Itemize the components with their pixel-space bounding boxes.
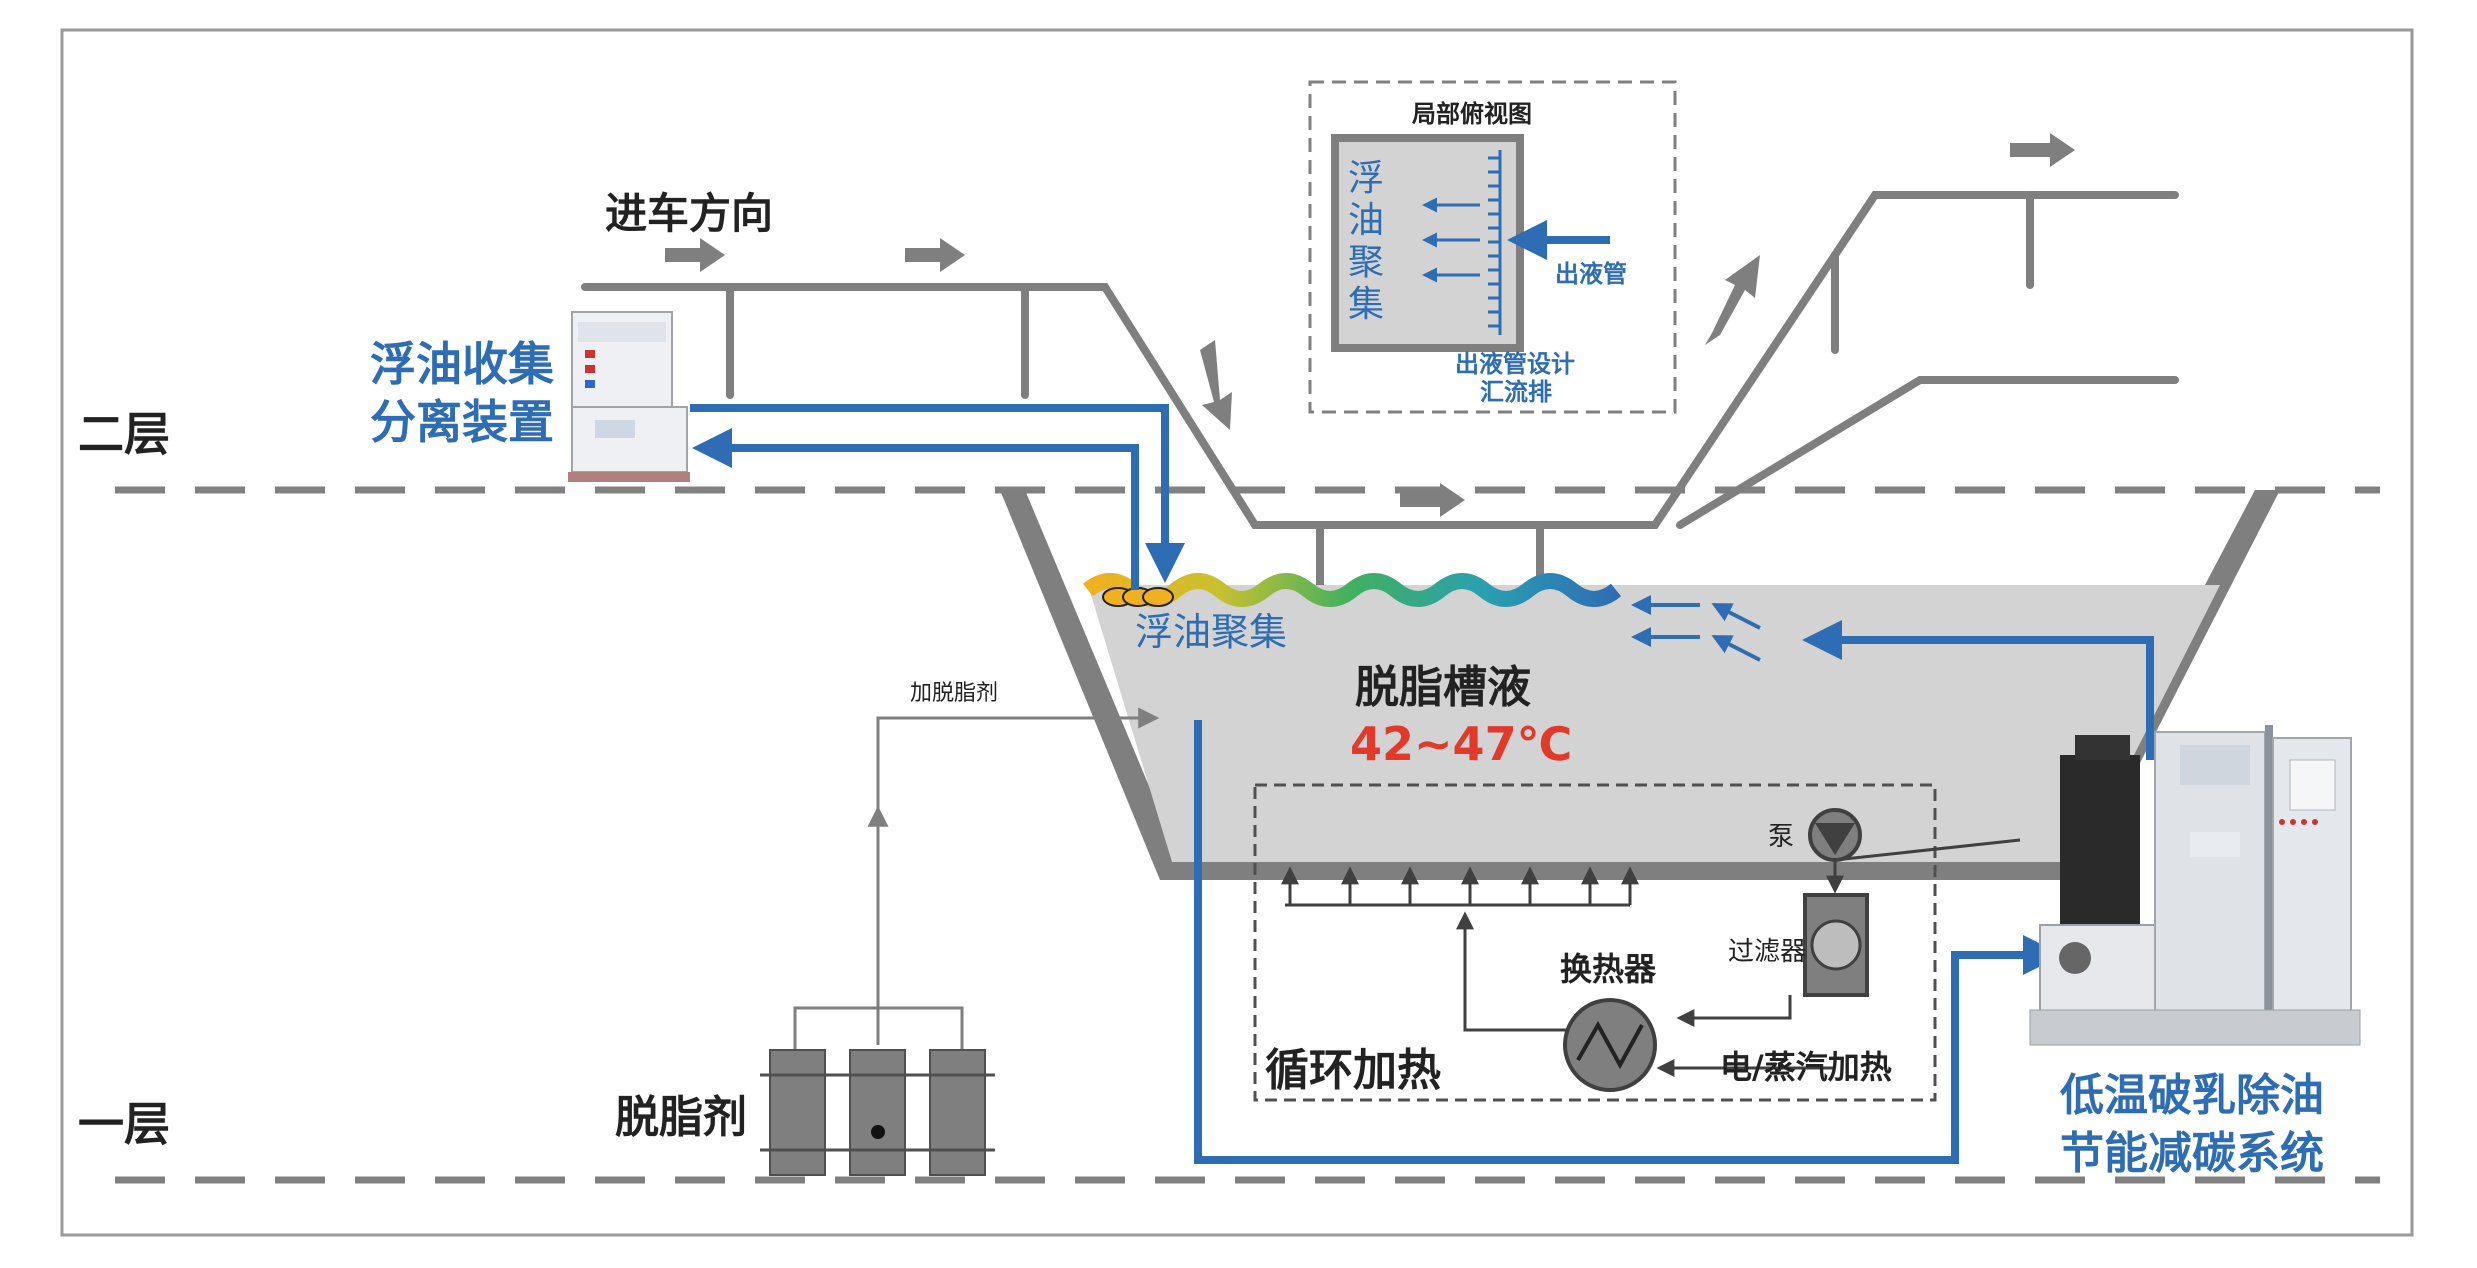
system-loop-pipes bbox=[1194, 620, 2154, 1164]
inset-box bbox=[1308, 80, 1677, 414]
filter-icon bbox=[1803, 893, 1869, 997]
tank-liquid bbox=[1088, 585, 2220, 862]
system-label-1: 低温破乳除油 bbox=[2060, 1070, 2324, 1121]
system-label-2: 节能减碳系统 bbox=[2060, 1128, 2324, 1179]
pump-label: 泵 bbox=[1768, 822, 1794, 852]
demulsification-system-device bbox=[2029, 725, 2361, 1046]
oil-separation-device bbox=[568, 311, 690, 482]
degreaser-label: 脱脂剂 bbox=[615, 1092, 747, 1143]
direction-label: 进车方向 bbox=[605, 189, 773, 238]
inset-char-3: 聚 bbox=[1348, 242, 1384, 283]
outer-frame bbox=[60, 28, 2414, 1237]
conveyor-track bbox=[581, 191, 2179, 614]
oil-blobs bbox=[1102, 587, 1174, 607]
heat-exchanger-label: 换热器 bbox=[1560, 950, 1657, 988]
oil-device-label-1: 浮油收集 bbox=[370, 337, 554, 391]
filter-label: 过滤器 bbox=[1728, 937, 1806, 967]
tank-liquid-label: 脱脂槽液 bbox=[1355, 662, 1531, 713]
inset-outlet-label: 出液管 bbox=[1555, 260, 1627, 288]
inset-char-4: 集 bbox=[1348, 284, 1384, 325]
inset-manifold bbox=[1488, 150, 1502, 335]
temperature-label: 42~47℃ bbox=[1350, 717, 1572, 771]
inset-caption-2: 汇流排 bbox=[1480, 378, 1552, 406]
inset-title: 局部俯视图 bbox=[1412, 100, 1532, 128]
circulation-box bbox=[1253, 783, 1937, 1102]
floor1-label: 一层 bbox=[78, 1097, 170, 1151]
circulation-label: 循环加热 bbox=[1265, 1045, 1441, 1096]
degreaser-drums bbox=[760, 1049, 995, 1176]
pump-icon bbox=[1808, 808, 1862, 862]
direction-arrows bbox=[665, 133, 2075, 517]
heating-label: 电/蒸汽加热 bbox=[1720, 1048, 1892, 1086]
inlet-flow-arrows bbox=[1631, 595, 1761, 662]
oil-return-pipes bbox=[690, 404, 1185, 590]
oil-device-label-2: 分离装置 bbox=[370, 395, 554, 449]
oil-collect-label: 浮油聚集 bbox=[1135, 610, 1287, 654]
add-degreaser-label: 加脱脂剂 bbox=[910, 681, 998, 706]
inset-char-1: 浮 bbox=[1348, 158, 1384, 199]
heating-distribution-arrows bbox=[1281, 838, 2021, 1077]
floor2-label: 二层 bbox=[78, 407, 170, 461]
heat-exchanger-icon bbox=[1563, 998, 1657, 1092]
inset-char-2: 油 bbox=[1348, 200, 1384, 241]
inset-flow-arrows bbox=[1422, 197, 1480, 283]
inset-caption-1: 出液管设计 bbox=[1455, 350, 1575, 378]
oil-layer bbox=[1082, 573, 1622, 607]
degreaser-feed-line bbox=[793, 707, 1160, 1050]
